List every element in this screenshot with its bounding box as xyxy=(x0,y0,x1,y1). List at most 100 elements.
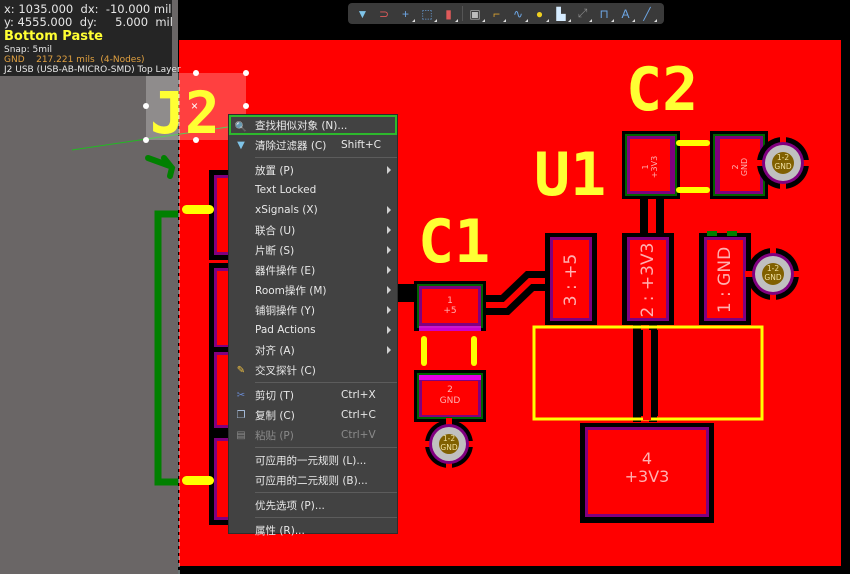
c1-pad-1[interactable] xyxy=(414,281,486,331)
c1-silk-left xyxy=(421,336,427,366)
submenu-arrow-icon xyxy=(387,246,391,254)
toolbar-polygon-pour-button[interactable]: ▙ xyxy=(551,4,572,23)
menu-item-label: 可应用的二元规则 (B)... xyxy=(255,474,368,487)
selection-handles xyxy=(143,70,249,143)
dropdown-corner-indicator xyxy=(433,19,437,22)
menu-item-20[interactable]: 可应用的二元规则 (B)... xyxy=(229,470,397,490)
toolbar-place-via-button[interactable]: ● xyxy=(529,4,550,23)
menu-item-11[interactable]: Pad Actions xyxy=(229,320,397,340)
component-place-icon: ▣ xyxy=(469,6,481,21)
c2-pad-1[interactable] xyxy=(622,131,680,199)
menu-separator xyxy=(255,447,397,448)
u1-pad-3-label: 3 : +5 xyxy=(561,253,581,307)
dropdown-corner-indicator xyxy=(610,19,614,22)
keepout-icon: ⤢ xyxy=(577,6,588,20)
menu-item-label: 铺铜操作 (Y) xyxy=(255,304,315,317)
interactive-routing-magnet-icon: ⊃ xyxy=(378,6,390,21)
clear-filter-icon: ▼ xyxy=(237,139,245,151)
u1-pad-2[interactable] xyxy=(622,233,674,325)
submenu-arrow-icon xyxy=(387,166,391,174)
menu-item-13[interactable]: ✎交叉探针 (C) xyxy=(229,360,397,380)
via-3[interactable] xyxy=(745,246,800,302)
menu-item-3[interactable]: 放置 (P) xyxy=(229,160,397,180)
menu-item-shortcut: Ctrl+V xyxy=(341,429,376,441)
toolbar-component-place-button[interactable]: ▣ xyxy=(465,4,486,23)
dropdown-corner-indicator xyxy=(589,19,592,22)
heads-up-display: x: 1035.000 dx: -10.000 mil y: 4555.000 … xyxy=(0,0,181,76)
menu-item-1[interactable]: ▼清除过滤器 (C)Shift+C xyxy=(229,135,397,155)
menu-item-22[interactable]: 优先选项 (P)... xyxy=(229,495,397,515)
menu-item-7[interactable]: 片断 (S) xyxy=(229,240,397,260)
u1-pad-2-label: 2 : +3V3 xyxy=(638,242,658,318)
menu-item-label: 复制 (C) xyxy=(255,409,295,422)
menu-item-label: 器件操作 (E) xyxy=(255,264,316,277)
u1-pad-4-label: 4+3V3 xyxy=(624,449,670,486)
menu-item-label: 优先选项 (P)... xyxy=(255,499,325,512)
dropdown-corner-indicator xyxy=(524,19,528,22)
hud-component-info: J2 USB (USB-AB-MICRO-SMD) Top Layer xyxy=(4,65,181,75)
hud-y-row: y: 4555.000 dy: 5.000 mil xyxy=(4,15,173,29)
place-via-icon: ● xyxy=(535,6,544,21)
hud-x-row: x: 1035.000 dx: -10.000 mil xyxy=(4,2,172,16)
add-crosshair-icon: + xyxy=(401,6,409,21)
menu-item-9[interactable]: Room操作 (M) xyxy=(229,280,397,300)
u1-trace-core xyxy=(643,330,651,420)
menu-item-5[interactable]: xSignals (X) xyxy=(229,200,397,220)
menu-item-label: 联合 (U) xyxy=(255,224,296,237)
toolbar-select-rectangle-button[interactable]: ⬚ xyxy=(417,4,438,23)
toolbar-place-line-button[interactable]: ╱ xyxy=(637,4,658,23)
u1-pad-4[interactable] xyxy=(580,423,714,523)
u1-pad-3[interactable] xyxy=(545,233,597,325)
submenu-arrow-icon xyxy=(387,346,391,354)
menu-item-0[interactable]: 🔍查找相似对象 (N)... xyxy=(229,115,397,135)
u1-pad-1[interactable] xyxy=(699,231,751,325)
j2-pointer-arrow xyxy=(145,155,176,179)
toolbar-keepout-button[interactable]: ⤢ xyxy=(572,4,593,23)
dropdown-corner-indicator xyxy=(455,19,458,22)
menu-item-15[interactable]: ✂剪切 (T)Ctrl+X xyxy=(229,385,397,405)
filter-icon: ▼ xyxy=(356,6,369,21)
c2-designator: C2 xyxy=(626,55,698,125)
dropdown-corner-indicator xyxy=(412,19,415,22)
menu-separator xyxy=(255,492,397,493)
menu-item-label: Pad Actions xyxy=(255,324,316,336)
via-1[interactable] xyxy=(423,418,475,470)
menu-item-label: 属性 (R)... xyxy=(255,524,305,537)
menu-item-6[interactable]: 联合 (U) xyxy=(229,220,397,240)
menu-item-label: 对齐 (A) xyxy=(255,344,295,357)
j2-designator: J2 xyxy=(150,79,220,147)
menu-item-8[interactable]: 器件操作 (E) xyxy=(229,260,397,280)
context-menu: 🔍查找相似对象 (N)...▼清除过滤器 (C)Shift+C 放置 (P) Tex… xyxy=(228,114,398,537)
menu-item-17[interactable]: ▤粘贴 (P)Ctrl+V xyxy=(229,425,397,445)
c2-silk-top xyxy=(676,140,710,146)
menu-item-label: 剪切 (T) xyxy=(255,389,294,402)
menu-item-label: 放置 (P) xyxy=(255,164,294,177)
menu-item-label: 片断 (S) xyxy=(255,244,295,257)
menu-item-12[interactable]: 对齐 (A) xyxy=(229,340,397,360)
via-2[interactable] xyxy=(757,135,812,191)
toolbar-differential-pair-button[interactable]: ∿ xyxy=(508,4,529,23)
toolbar-filter-button[interactable]: ▼ xyxy=(352,4,373,23)
menu-item-label: 查找相似对象 (N)... xyxy=(255,119,348,132)
menu-item-label: 可应用的一元规则 (L)... xyxy=(255,454,367,467)
menu-item-16[interactable]: ❐复制 (C)Ctrl+C xyxy=(229,405,397,425)
menu-item-label: Room操作 (M) xyxy=(255,284,327,297)
toolbar-interactive-routing-magnet-button[interactable]: ⊃ xyxy=(374,4,395,23)
toolbar-route-track-button[interactable]: ⌐ xyxy=(486,4,507,23)
toolbar-add-crosshair-button[interactable]: + xyxy=(395,4,416,23)
menu-item-10[interactable]: 铺铜操作 (Y) xyxy=(229,300,397,320)
c2-pad-2[interactable] xyxy=(710,131,768,199)
menu-item-24[interactable]: 属性 (R)... xyxy=(229,520,397,540)
menu-item-4[interactable]: Text Locked xyxy=(229,180,397,200)
toolbar-dimension-button[interactable]: ⊓ xyxy=(594,4,615,23)
c2-silk-bottom xyxy=(676,187,710,193)
dropdown-corner-indicator xyxy=(632,19,635,22)
c1-pad-2[interactable] xyxy=(414,370,486,422)
toolbar-align-bar-chart-button[interactable]: ▮ xyxy=(438,4,459,23)
toolbar-place-string-button[interactable]: A xyxy=(615,4,636,23)
menu-item-19[interactable]: 可应用的一元规则 (L)... xyxy=(229,450,397,470)
